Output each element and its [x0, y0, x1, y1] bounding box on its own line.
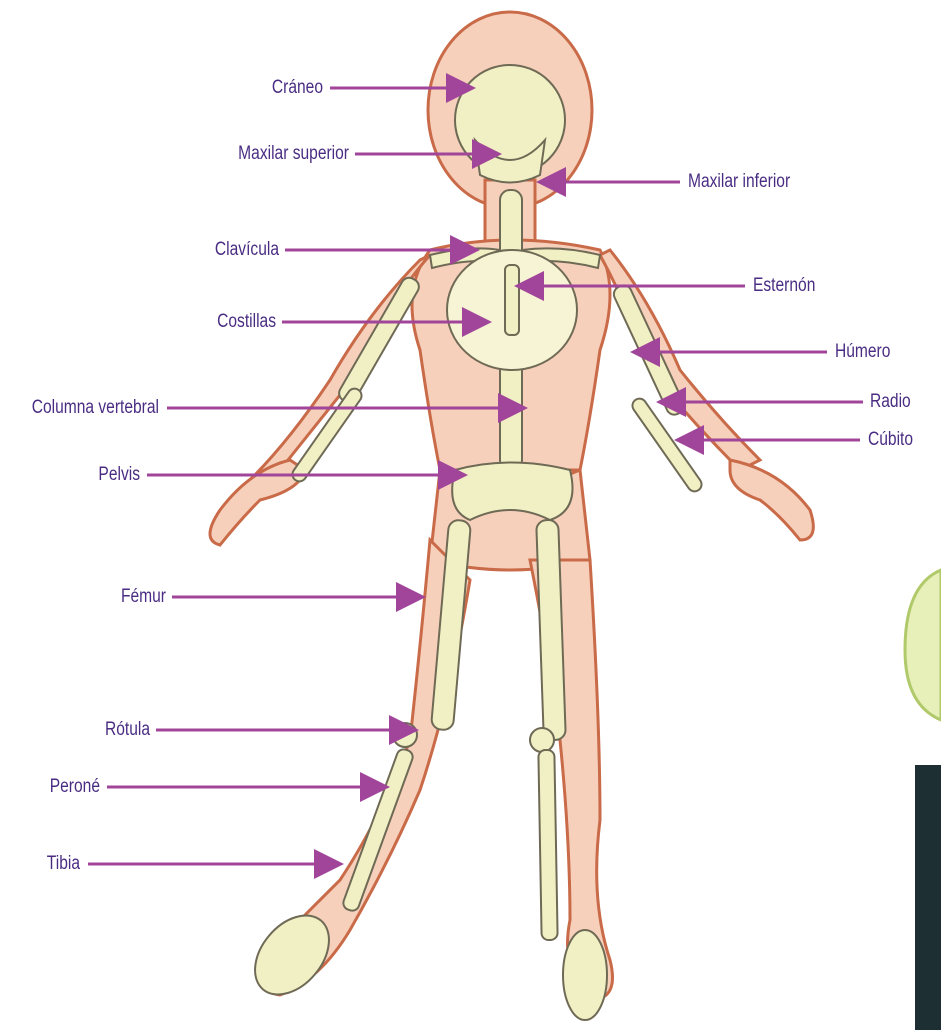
label-costillas: Costillas — [210, 312, 276, 331]
label-perone: Peroné — [43, 777, 100, 796]
label-maxilar-superior: Maxilar superior — [226, 144, 349, 163]
label-columna-vertebral: Columna vertebral — [29, 398, 159, 417]
side-badge — [905, 570, 941, 720]
label-clavicula: Clavícula — [209, 240, 279, 259]
label-craneo: Cráneo — [270, 78, 323, 97]
label-femur: Fémur — [112, 587, 166, 606]
label-pelvis: Pelvis — [86, 465, 140, 484]
label-humero: Húmero — [835, 342, 890, 361]
label-cubito: Cúbito — [868, 430, 913, 449]
label-esternon: Esternón — [753, 276, 815, 295]
label-maxilar-inferior: Maxilar inferior — [688, 172, 790, 191]
label-radio: Radio — [870, 392, 911, 411]
label-tibia: Tibia — [23, 854, 80, 873]
label-rotula: Rótula — [93, 720, 150, 739]
side-photo — [915, 765, 941, 1030]
